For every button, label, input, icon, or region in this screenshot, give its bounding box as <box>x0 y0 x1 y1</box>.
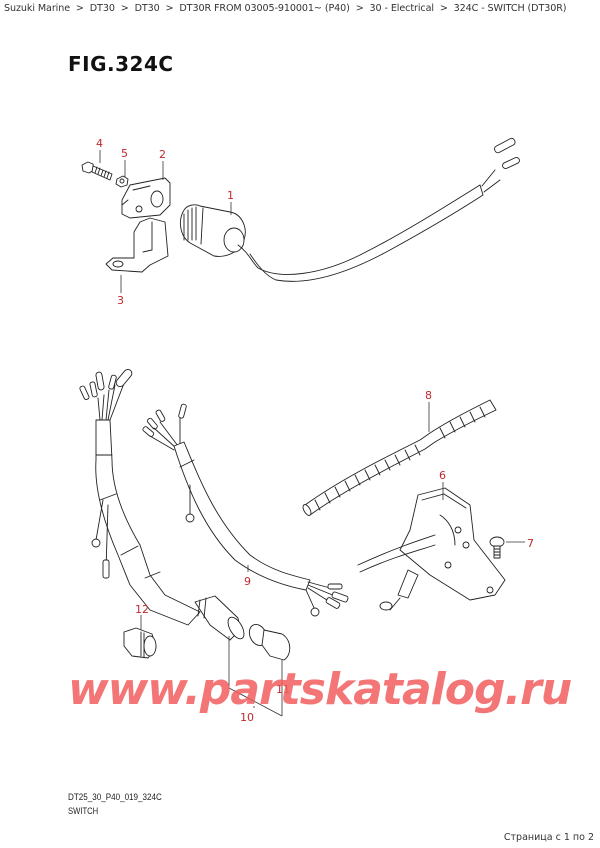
watermark: www.partskatalog.ru <box>68 664 572 715</box>
part-8-spiral-tube[interactable] <box>301 399 497 517</box>
breadcrumb-item-section[interactable]: 30 - Electrical <box>369 3 434 14</box>
breadcrumb-item-submodel[interactable]: DT30 <box>134 3 160 14</box>
breadcrumb-item-current: 324C - SWITCH (DT30R) <box>453 3 567 14</box>
part-12-plug[interactable] <box>123 627 157 659</box>
breadcrumb-separator: > <box>117 3 132 14</box>
pagination-info: Страница с 1 по 2 <box>503 832 594 843</box>
callout-10[interactable]: 10 <box>240 711 254 724</box>
part-4-bolt[interactable] <box>81 161 113 181</box>
breadcrumb-separator: > <box>436 3 451 14</box>
breadcrumb-separator: > <box>352 3 367 14</box>
callout-8[interactable]: 8 <box>425 389 432 402</box>
part-6-bracket[interactable] <box>357 487 506 611</box>
callout-2[interactable]: 2 <box>159 148 166 161</box>
callout-3[interactable]: 3 <box>117 294 124 307</box>
figure-code: DT25_30_P40_019_324C <box>68 792 162 803</box>
part-2-plate[interactable] <box>121 177 171 219</box>
part-1-switch[interactable] <box>180 137 520 282</box>
callout-5[interactable]: 5 <box>121 147 128 160</box>
breadcrumb-item-model[interactable]: DT30 <box>89 3 115 14</box>
breadcrumb-item-serial[interactable]: DT30R FROM 03005-910001~ (P40) <box>179 3 350 14</box>
breadcrumb: Suzuki Marine > DT30 > DT30 > DT30R FROM… <box>4 3 567 14</box>
breadcrumb-separator: > <box>162 3 177 14</box>
part-3-bracket[interactable] <box>105 217 169 273</box>
callout-4[interactable]: 4 <box>96 137 103 150</box>
callout-11[interactable]: 11 <box>276 683 290 696</box>
harness-left[interactable] <box>79 368 201 626</box>
part-7-screw[interactable] <box>489 536 505 559</box>
leader-lines <box>99 150 525 717</box>
part-10-connector[interactable] <box>194 595 247 641</box>
callout-7[interactable]: 7 <box>527 537 534 550</box>
part-5-nut[interactable] <box>115 175 129 188</box>
part-9-harness[interactable] <box>142 403 349 617</box>
breadcrumb-separator: > <box>72 3 87 14</box>
part-11-cap[interactable] <box>246 622 291 661</box>
figure-title: FIG.324C <box>68 52 174 76</box>
callout-12[interactable]: 12 <box>135 603 149 616</box>
callout-9[interactable]: 9 <box>244 575 251 588</box>
callouts: 1 2 3 4 5 6 7 8 9 10 11 12 <box>96 137 534 724</box>
callout-1[interactable]: 1 <box>227 189 234 202</box>
breadcrumb-item-brand[interactable]: Suzuki Marine <box>4 3 71 14</box>
figure-name: SWITCH <box>68 806 99 816</box>
callout-6[interactable]: 6 <box>439 469 446 482</box>
